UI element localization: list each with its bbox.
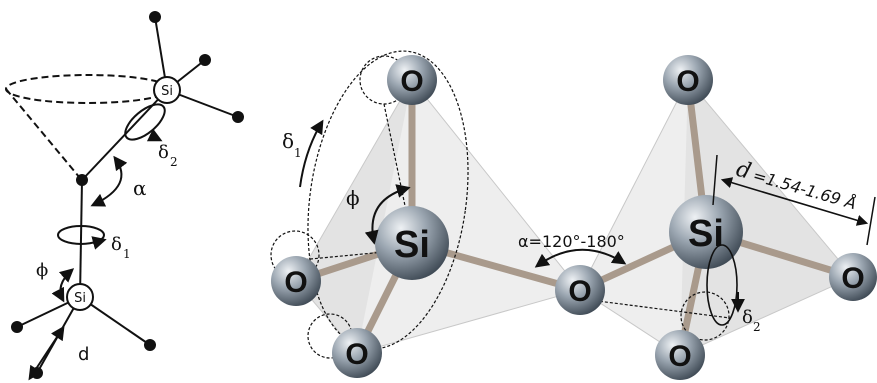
delta1-arrow — [91, 236, 107, 250]
right-delta2-symbol: δ — [742, 307, 753, 328]
o-label: O — [345, 338, 368, 371]
phi-arc-right — [364, 184, 411, 245]
left-phi-symbol: ϕ — [36, 260, 48, 281]
o-atom-top-left — [387, 55, 437, 105]
left-delta1-sub: 1 — [123, 247, 131, 261]
d-tick-right — [866, 196, 876, 246]
left-delta2-sub: 2 — [170, 155, 178, 169]
orbit-o-right-bottom-dashed — [680, 291, 730, 341]
right-phi-symbol: ϕ — [346, 186, 360, 210]
delta1-rotation-ellipse — [57, 225, 105, 245]
delta2-rotation-ellipse — [124, 103, 166, 141]
o-label: O — [676, 65, 699, 98]
top-atom-up — [149, 11, 161, 23]
o-label: O — [284, 266, 307, 299]
alpha-arc — [90, 155, 128, 207]
right-delta1-sub: 1 — [294, 146, 302, 160]
top-atom-right — [199, 54, 211, 66]
o-label: O — [668, 340, 691, 373]
right-delta1-symbol: δ — [282, 129, 294, 153]
bottom-atom-left — [11, 321, 23, 333]
delta2-arrow — [146, 128, 163, 142]
right-d-symbol: d — [733, 157, 753, 185]
d-arrow — [28, 325, 65, 381]
chain-bond-vertical — [79, 179, 83, 298]
left-tetrahedron-face — [296, 80, 412, 353]
left-schematic: Si Si δ 2 α δ 1 ϕ d — [5, 11, 244, 381]
bridging-oxygen-dot — [76, 174, 88, 186]
oxygen-atoms: O O O O O O O — [271, 55, 877, 380]
bottom-atom-right — [144, 339, 156, 351]
d-tick-left — [712, 154, 718, 206]
si-label: Si — [688, 213, 724, 255]
delta2-loop — [706, 244, 738, 326]
o-atom-bottom-right — [655, 330, 705, 380]
delta1-loop-dashed — [307, 50, 469, 350]
top-atom-down — [232, 111, 244, 123]
o-atom-right — [829, 253, 877, 301]
left-delta1-symbol: δ — [111, 234, 122, 255]
phi-arc — [51, 268, 75, 303]
bottom-si-bond-right — [79, 296, 151, 346]
top-si-label: Si — [161, 84, 173, 99]
o-label: O — [568, 275, 591, 308]
o-atom-bottom-left — [332, 328, 382, 378]
o-atom-bridge — [555, 265, 605, 315]
left-alpha-symbol: α — [133, 176, 147, 200]
right-delta2-sub: 2 — [753, 320, 761, 334]
o-label: O — [841, 262, 864, 295]
right-alpha-text: α=120°-180° — [518, 232, 625, 251]
left-d-label: d — [78, 344, 89, 365]
bridge-guide — [589, 299, 731, 319]
rotation-cone-ellipse — [5, 74, 171, 104]
rotation-cone-edge — [5, 88, 81, 179]
left-delta2-symbol: δ — [158, 142, 169, 163]
bottom-si-label: Si — [74, 291, 86, 306]
o-atom-left — [271, 256, 321, 306]
delta1-arrow-right — [299, 119, 324, 188]
d-arrow-right — [720, 177, 869, 226]
top-si-circle — [153, 76, 181, 104]
o-label: O — [400, 65, 423, 98]
si-label: Si — [394, 224, 430, 266]
alpha-arc-right — [534, 248, 627, 268]
o-atom-top-right — [663, 55, 713, 105]
right-model: O O O O O O O Si Si δ 2 δ — [270, 50, 877, 380]
